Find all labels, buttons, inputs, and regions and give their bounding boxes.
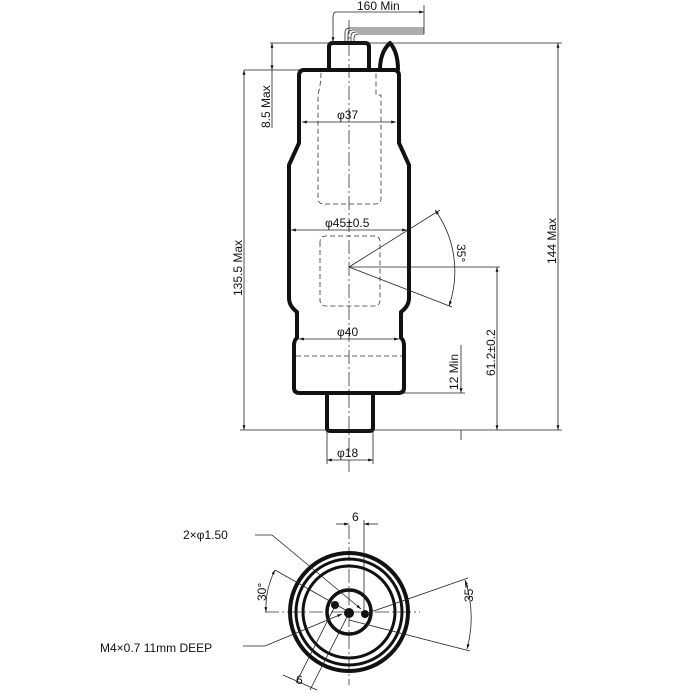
shaft-diameter-dim: φ18 xyxy=(337,446,358,460)
mid-diameter-dim: φ45±0.5 xyxy=(325,216,370,230)
side-view: 160 Min 8.5 Max 135.5 Max 144 Max φ37 φ4… xyxy=(231,0,562,472)
angle-dim: 35° xyxy=(454,244,468,262)
thread-label: M4×0.7 11mm DEEP xyxy=(100,641,212,655)
cable xyxy=(344,27,424,43)
angle-left-dim: 30° xyxy=(255,583,269,601)
holes-label: 2×φ1.50 xyxy=(183,528,228,542)
offset-bottom-dim: 6 xyxy=(296,673,303,687)
offset-top-dim: 6 xyxy=(352,510,359,524)
angle-right-dim: 35° xyxy=(462,584,476,602)
sensor-tip xyxy=(378,41,400,71)
top-diameter-dim: φ37 xyxy=(337,108,358,122)
center-height-dim: 61.2±0.2 xyxy=(484,329,498,376)
sensor-shaft xyxy=(325,393,375,433)
total-length-dim: 144 Max xyxy=(545,218,559,264)
shaft-length-dim: 12 Min xyxy=(447,354,461,390)
cap-height-dim: 8.5 Max xyxy=(259,85,273,128)
lower-diameter-dim: φ40 xyxy=(337,325,358,339)
body-length-dim: 135.5 Max xyxy=(231,240,245,296)
bottom-view: 2×φ1.50 M4×0.7 11mm DEEP 6 6 30° 35° xyxy=(100,510,476,691)
sensor-body xyxy=(287,68,411,395)
cable-length-dim: 160 Min xyxy=(357,0,400,13)
